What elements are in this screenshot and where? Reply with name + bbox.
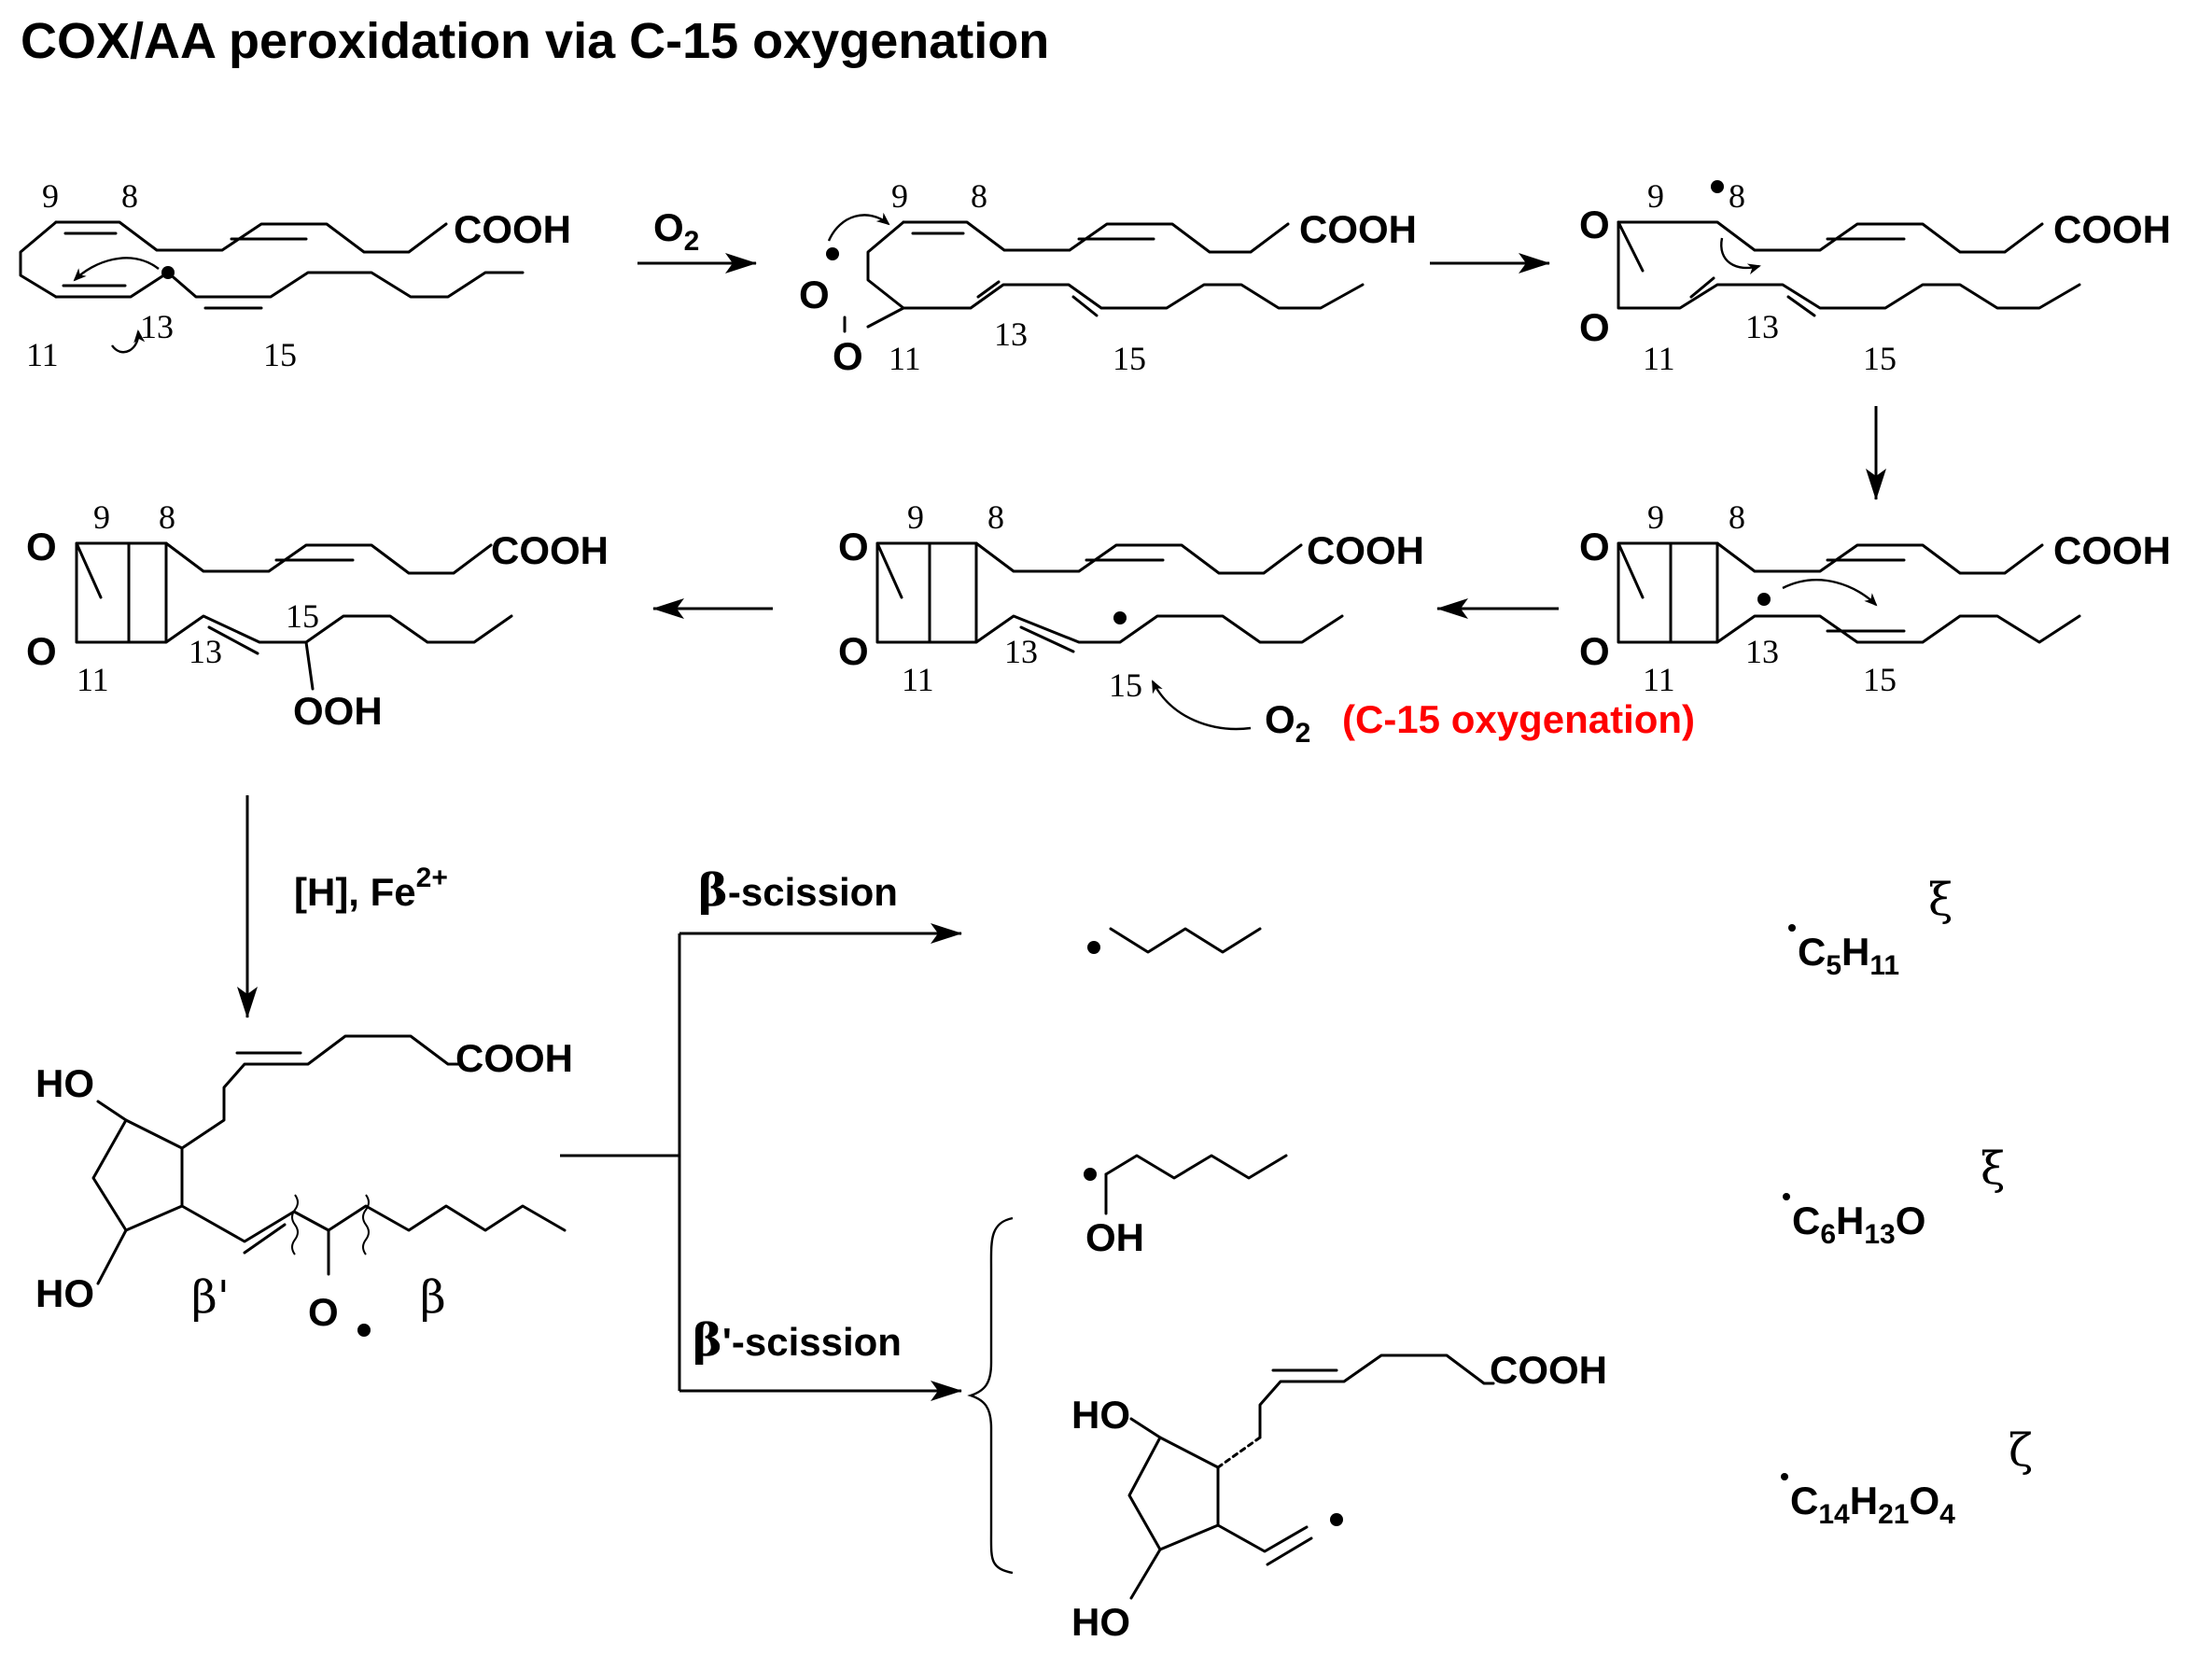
svg-text:8: 8 <box>1729 177 1745 215</box>
peroxyl-o-top: O <box>799 273 830 316</box>
svg-text:11: 11 <box>1643 340 1675 377</box>
svg-text:COOH: COOH <box>1490 1348 1607 1392</box>
svg-text:OH: OH <box>1085 1215 1144 1259</box>
svg-text:15: 15 <box>286 597 319 635</box>
svg-text:15: 15 <box>1863 340 1897 377</box>
svg-text:8: 8 <box>159 498 175 536</box>
svg-text:11: 11 <box>889 340 921 377</box>
structure-hydroperoxide: O O 9 8 11 13 15 OOH COOH <box>26 498 609 733</box>
branch-arrows: β-scission β'-scission <box>560 864 962 1401</box>
structure-arachidonic-radical: 9 8 11 13 15 COOH <box>19 177 571 373</box>
structure-bicyclic-c13-radical: O O 9 8 11 13 15 COOH <box>1579 498 2171 698</box>
formula-c14h21o4: C14H21O4 ζ <box>1781 1424 2033 1530</box>
svg-text:O: O <box>26 629 57 673</box>
svg-text:O: O <box>26 525 57 568</box>
svg-text:COOH: COOH <box>1307 528 1424 572</box>
svg-text:11: 11 <box>77 661 109 698</box>
svg-text:O2: O2 <box>1265 697 1310 749</box>
svg-text:COOH: COOH <box>491 528 609 572</box>
beta-label: β <box>420 1271 446 1324</box>
structure-alkoxyl-radical: HO HO O β' β COOH <box>35 1034 573 1337</box>
svg-text:C14H21O4: C14H21O4 <box>1790 1479 1955 1530</box>
carbon-label-9: 9 <box>42 177 59 215</box>
formula-c5h11: C5H11 ξ <box>1788 874 1953 981</box>
svg-text:9: 9 <box>1647 498 1664 536</box>
ooh-label: OOH <box>293 689 383 733</box>
carbon-label-11: 11 <box>26 336 59 373</box>
carbon-label-13: 13 <box>140 308 174 345</box>
svg-text:O: O <box>838 525 869 568</box>
svg-text:HO: HO <box>35 1061 94 1105</box>
cooh-label: COOH <box>454 207 571 251</box>
svg-text:COOH: COOH <box>455 1036 573 1080</box>
svg-text:O: O <box>1579 305 1610 349</box>
svg-text:HO: HO <box>1071 1600 1130 1644</box>
svg-text:9: 9 <box>1647 177 1664 215</box>
svg-text:9: 9 <box>907 498 924 536</box>
svg-text:O: O <box>1579 203 1610 246</box>
svg-text:13: 13 <box>1745 633 1779 670</box>
svg-text:ξ: ξ <box>1928 874 1953 926</box>
c15-oxygenation-label: (C-15 oxygenation) <box>1342 697 1695 741</box>
svg-text:C6H13O: C6H13O <box>1792 1199 1925 1250</box>
product-brace <box>967 1216 1014 1575</box>
svg-text:O: O <box>1579 629 1610 673</box>
svg-text:β-scission: β-scission <box>698 864 898 917</box>
formula-c6h13o: C6H13O ξ <box>1783 1143 2005 1250</box>
svg-text:O2: O2 <box>653 205 699 257</box>
svg-text:HO: HO <box>1071 1393 1130 1437</box>
svg-text:COOH: COOH <box>2053 528 2171 572</box>
svg-text:11: 11 <box>1643 661 1675 698</box>
svg-text:O: O <box>838 629 869 673</box>
svg-text:HO: HO <box>35 1271 94 1315</box>
svg-text:C5H11: C5H11 <box>1798 930 1899 981</box>
svg-text:11: 11 <box>902 661 934 698</box>
arrow-reduction: [H], Fe2+ <box>237 795 448 1018</box>
svg-text:COOH: COOH <box>2053 207 2171 251</box>
structure-endoperoxide-radical: O O 9 8 11 13 15 COOH <box>1579 177 2171 377</box>
peroxyl-o-bottom: O <box>833 334 863 378</box>
svg-text:15: 15 <box>1109 666 1142 704</box>
svg-text:9: 9 <box>93 498 110 536</box>
svg-text:13: 13 <box>1745 308 1779 345</box>
product-hexanol-radical: OH <box>1084 1154 1288 1259</box>
svg-text:9: 9 <box>891 177 908 215</box>
alkoxyl-o-label: O <box>308 1290 339 1334</box>
svg-text:13: 13 <box>994 316 1028 353</box>
svg-text:8: 8 <box>971 177 987 215</box>
product-cyclopentyl-radical: HO HO COOH <box>1071 1348 1607 1644</box>
svg-text:COOH: COOH <box>1299 207 1417 251</box>
o2-c15-oxygenation: O2 (C-15 oxygenation) <box>1151 680 1695 749</box>
svg-text:ζ: ζ <box>2009 1424 2033 1477</box>
svg-text:13: 13 <box>1004 633 1038 670</box>
svg-text:15: 15 <box>1113 340 1146 377</box>
product-pentyl-radical <box>1087 927 1262 954</box>
beta-prime-label: β' <box>191 1271 230 1324</box>
svg-text:β'-scission: β'-scission <box>693 1314 902 1367</box>
svg-text:13: 13 <box>189 633 222 670</box>
svg-text:[H], Fe2+: [H], Fe2+ <box>294 863 448 914</box>
svg-text:O: O <box>1579 525 1610 568</box>
carbon-label-8: 8 <box>121 177 138 215</box>
structure-peroxyl-radical: O O 9 8 11 13 15 COOH <box>799 177 1417 378</box>
carbon-label-15: 15 <box>263 336 297 373</box>
svg-text:15: 15 <box>1863 661 1897 698</box>
svg-text:ξ: ξ <box>1981 1143 2005 1195</box>
arrow-o2-addition: O2 <box>637 205 757 273</box>
structure-bicyclic-c15-radical: O O 9 8 11 13 15 COOH <box>838 498 1424 704</box>
svg-text:8: 8 <box>1729 498 1745 536</box>
scheme-title: COX/AA peroxidation via C-15 oxygenation <box>21 13 1049 69</box>
svg-text:8: 8 <box>987 498 1004 536</box>
